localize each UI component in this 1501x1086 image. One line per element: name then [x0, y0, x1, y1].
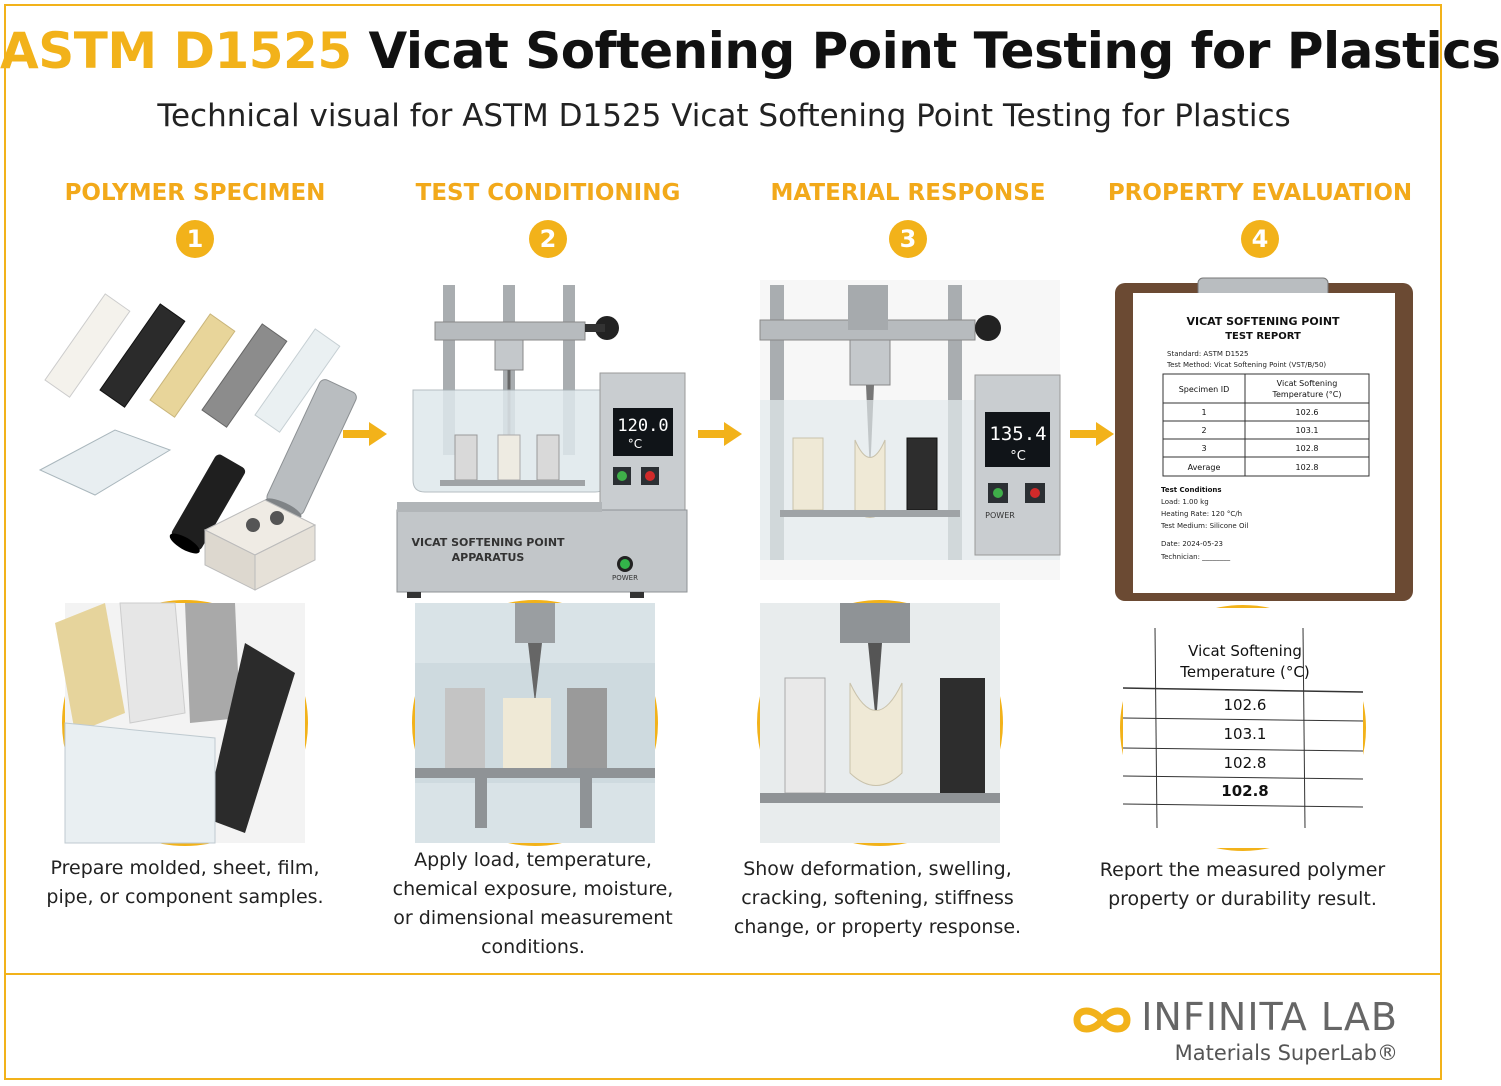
step-3-caption-line: change, or property response.: [733, 916, 1022, 938]
report-method: Test Method: Vicat Softening Point (VST/…: [1166, 361, 1326, 369]
step-2-title: TEST CONDITIONING: [415, 180, 681, 206]
zoom-circle-specimens: [55, 600, 308, 846]
step-4-caption-line: Report the measured polymer: [1099, 859, 1386, 881]
apparatus-label-line1: VICAT SOFTENING POINT: [411, 536, 565, 549]
step-4-caption: Report the measured polymer property or …: [1090, 856, 1395, 914]
zoom-table-header-line1: Vicat Softening: [1188, 642, 1302, 660]
report-title-line1: VICAT SOFTENING POINT: [1186, 315, 1340, 328]
step-4-caption-line: property or durability result.: [1108, 888, 1377, 910]
apparatus-label-line2: APPARATUS: [452, 551, 525, 564]
report-technician: Technician: ________: [1160, 553, 1231, 561]
report-col-temp-line1: Vicat Softening: [1277, 379, 1338, 388]
report-col-temp-line2: Temperature (°C): [1271, 390, 1341, 399]
page-subtitle: Technical visual for ASTM D1525 Vicat So…: [157, 98, 1291, 134]
polymer-specimens-illustration: [38, 293, 357, 591]
zoom-table-value-1: 102.6: [1224, 696, 1267, 714]
report-row-1-id: 1: [1201, 408, 1206, 417]
step-2-caption: Apply load, temperature, chemical exposu…: [378, 846, 688, 962]
footer-divider: [6, 973, 1442, 975]
zoom-circle-results: Vicat Softening Temperature (°C) 102.6 1…: [1120, 605, 1366, 851]
infinity-icon: [1073, 1007, 1131, 1032]
report-conditions-title: Test Conditions: [1161, 486, 1222, 494]
arrow-icon-1: [343, 422, 387, 446]
step-1-badge: 1: [176, 220, 214, 258]
step-1-caption-line: pipe, or component samples.: [46, 886, 324, 908]
logo-tagline: Materials SuperLab®: [1174, 1041, 1398, 1065]
response-power-label: POWER: [985, 511, 1015, 520]
report-row-2-id: 2: [1201, 426, 1206, 435]
step-2-caption-line: Apply load, temperature,: [414, 849, 652, 871]
step-4-title: PROPERTY EVALUATION: [1107, 180, 1413, 206]
report-row-3-val: 102.8: [1296, 444, 1319, 453]
report-row-avg-id: Average: [1188, 463, 1221, 472]
step-3-caption-line: cracking, softening, stiffness: [741, 887, 1014, 909]
step-4-badge: 4: [1241, 220, 1279, 258]
zoom-circle-response: [757, 600, 1003, 846]
page-title: ASTM D1525 Vicat Softening Point Testing…: [0, 22, 1501, 80]
logo-name: INFINITA LAB: [1141, 995, 1398, 1039]
title-accent: ASTM D1525: [0, 22, 352, 80]
report-load: Load: 1.00 kg: [1161, 498, 1209, 506]
material-response-illustration: 135.4 °C POWER: [759, 280, 1061, 580]
test-report-clipboard: VICAT SOFTENING POINT TEST REPORT Standa…: [1115, 277, 1413, 601]
step-4-header: PROPERTY EVALUATION 4: [1090, 180, 1430, 258]
step-2-caption-line: chemical exposure, moisture,: [392, 878, 674, 900]
response-display-unit: °C: [1010, 449, 1026, 464]
report-medium: Test Medium: Silicone Oil: [1160, 522, 1248, 530]
step-3-caption-line: Show deformation, swelling,: [743, 858, 1012, 880]
title-rest: Vicat Softening Point Testing for Plasti…: [351, 22, 1501, 80]
zoom-circle-conditioning: [412, 600, 658, 846]
company-logo: INFINITA LAB Materials SuperLab®: [1069, 995, 1398, 1065]
apparatus-power-label: POWER: [612, 574, 638, 582]
step-3-header: MATERIAL RESPONSE 3: [738, 180, 1078, 258]
arrow-icon-3: [1070, 422, 1114, 446]
step-2-badge: 2: [529, 220, 567, 258]
arrow-icon-2: [698, 422, 742, 446]
zoom-table-value-3: 102.8: [1224, 754, 1267, 772]
step-1-title: POLYMER SPECIMEN: [64, 180, 326, 206]
step-2-caption-line: or dimensional measurement: [393, 907, 673, 929]
report-row-2-val: 103.1: [1296, 426, 1319, 435]
report-rate: Heating Rate: 120 °C/h: [1161, 510, 1242, 518]
apparatus-display-temp: 120.0: [617, 416, 668, 436]
step-2-caption-line: conditions.: [481, 936, 585, 958]
step-1-header: POLYMER SPECIMEN 1: [25, 180, 365, 258]
zoom-table-value-4: 102.8: [1221, 782, 1268, 800]
page-frame: [4, 4, 1442, 1080]
report-row-3-id: 3: [1201, 444, 1206, 453]
report-col-specimen: Specimen ID: [1179, 385, 1230, 394]
step-1-caption-line: Prepare molded, sheet, film,: [50, 857, 320, 879]
step-3-title: MATERIAL RESPONSE: [770, 180, 1046, 206]
report-date: Date: 2024-05-23: [1161, 540, 1223, 548]
report-title-line2: TEST REPORT: [1225, 331, 1301, 342]
response-display-temp: 135.4: [989, 423, 1046, 445]
logo-name-row: INFINITA LAB: [1069, 995, 1398, 1039]
step-2-header: TEST CONDITIONING 2: [378, 180, 718, 258]
report-row-avg-val: 102.8: [1296, 463, 1319, 472]
report-row-1-val: 102.6: [1296, 408, 1319, 417]
step-3-caption: Show deformation, swelling, cracking, so…: [725, 855, 1030, 942]
report-standard: Standard: ASTM D1525: [1167, 350, 1248, 358]
zoom-table-value-2: 103.1: [1224, 725, 1267, 743]
apparatus-display-unit: °C: [628, 437, 642, 451]
step-1-caption: Prepare molded, sheet, film, pipe, or co…: [35, 854, 335, 912]
step-3-badge: 3: [889, 220, 927, 258]
vicat-apparatus-illustration: 120.0 °C VICAT SOFTENING POINT APPARATUS…: [396, 285, 688, 598]
zoom-table-header-line2: Temperature (°C): [1179, 663, 1309, 681]
